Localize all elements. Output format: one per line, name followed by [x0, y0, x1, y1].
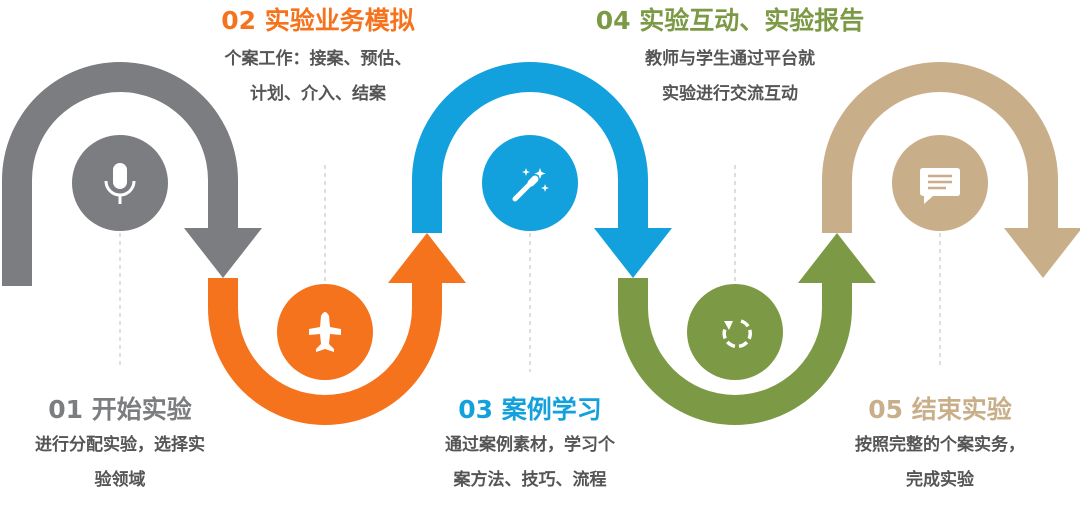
step2-desc-line2: 计划、介入、结案	[250, 84, 386, 104]
step5-description: 按照完整的个案实务， 完成实验	[855, 428, 1025, 498]
step5-desc-line1: 按照完整的个案实务，	[855, 435, 1025, 455]
step3-title: 03 案例学习	[458, 395, 602, 424]
step3-desc-line2: 案方法、技巧、流程	[453, 470, 607, 490]
step4-desc-line1: 教师与学生通过平台就	[645, 49, 815, 69]
step2-desc-line1: 个案工作：接案、预估、	[224, 49, 412, 69]
tan-arch-band	[822, 62, 1058, 233]
step1-desc-line1: 进行分配实验，选择实	[35, 435, 205, 455]
microphone-icon	[104, 163, 136, 204]
step5-desc-line2: 完成实验	[906, 470, 974, 490]
step5-title: 05 结束实验	[868, 395, 1012, 424]
step4-desc-line2: 实验进行交流互动	[662, 84, 798, 104]
step3-description: 通过案例素材，学习个 案方法、技巧、流程	[445, 428, 615, 498]
tan-arrow-head	[1004, 228, 1080, 278]
step4-title: 04 实验互动、实验报告	[595, 6, 865, 35]
step2-title: 02 实验业务模拟	[221, 6, 415, 35]
chat-icon	[920, 168, 960, 204]
gray-arrow-head	[184, 228, 262, 278]
step4-description: 教师与学生通过平台就 实验进行交流互动	[645, 42, 815, 112]
step2-description: 个案工作：接案、预估、 计划、介入、结案	[225, 42, 412, 112]
step3-desc-line1: 通过案例素材，学习个	[445, 435, 615, 455]
gray-arch-band	[2, 62, 238, 286]
orange-u-band	[208, 278, 442, 425]
green-arrow-head	[798, 233, 876, 283]
step1-title: 01 开始实验	[48, 395, 192, 424]
step1-description: 进行分配实验，选择实 验领域	[35, 428, 205, 498]
airplane-icon	[309, 312, 341, 352]
blue-arrow-head	[594, 228, 672, 278]
step1-desc-line2: 验领域	[94, 470, 146, 490]
green-u-band	[618, 278, 852, 425]
step4-circle	[687, 284, 783, 380]
refresh-icon	[722, 319, 752, 349]
orange-arrow-head	[388, 233, 466, 283]
guide-lines	[119, 165, 941, 372]
magic-wand-icon	[512, 168, 549, 202]
blue-arch-band	[412, 62, 648, 233]
